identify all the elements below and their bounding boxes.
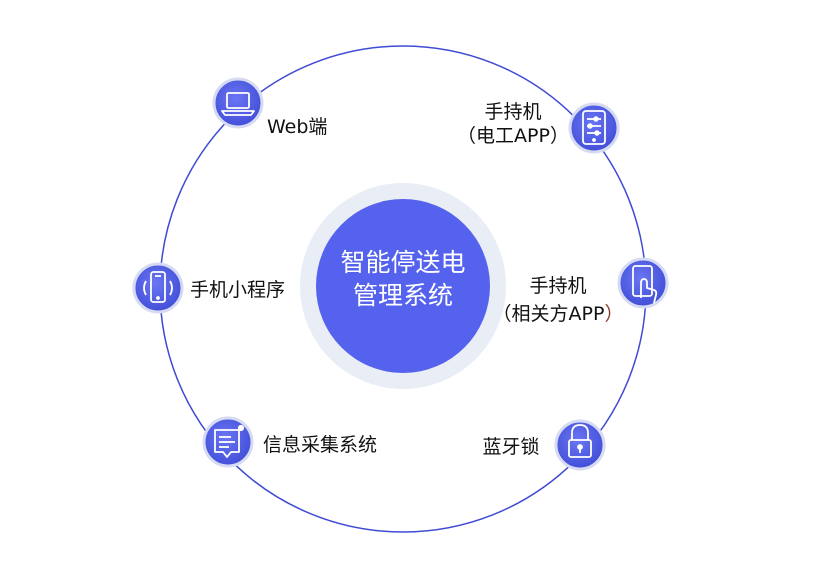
node-web-label: Web端 xyxy=(267,116,327,138)
phone-touch-icon xyxy=(632,265,658,304)
node-handheld-related-line2: （相关方APP） xyxy=(493,303,624,325)
center-title-line1: 智能停送电 xyxy=(340,248,465,277)
node-bluetooth-lock-label: 蓝牙锁 xyxy=(482,436,539,458)
center-title-line2: 管理系统 xyxy=(353,281,453,310)
node-mini-program-label: 手机小程序 xyxy=(190,279,285,301)
tablet-settings-icon xyxy=(582,110,606,145)
node-info-collection[interactable]: 信息采集系统 xyxy=(202,416,377,468)
center-circle xyxy=(316,199,490,373)
node-handheld-electrician-line2: （电工APP） xyxy=(457,125,569,147)
node-web[interactable]: Web端 xyxy=(212,77,327,138)
node-handheld-related-line1: 手持机 xyxy=(529,275,586,297)
message-form-icon xyxy=(214,424,245,458)
laptop-icon xyxy=(221,92,255,116)
node-handheld-electrician[interactable]: 手持机 （电工APP） xyxy=(457,101,620,154)
smartphone-signal-icon xyxy=(143,271,173,303)
node-info-collection-label: 信息采集系统 xyxy=(263,434,377,456)
node-handheld-related[interactable]: 手持机 （相关方APP） xyxy=(493,257,669,325)
node-bluetooth-lock[interactable]: 蓝牙锁 xyxy=(482,419,606,471)
node-mini-program[interactable]: 手机小程序 xyxy=(132,262,285,314)
node-handheld-electrician-line1: 手持机 xyxy=(484,101,541,123)
padlock-icon xyxy=(568,424,592,458)
